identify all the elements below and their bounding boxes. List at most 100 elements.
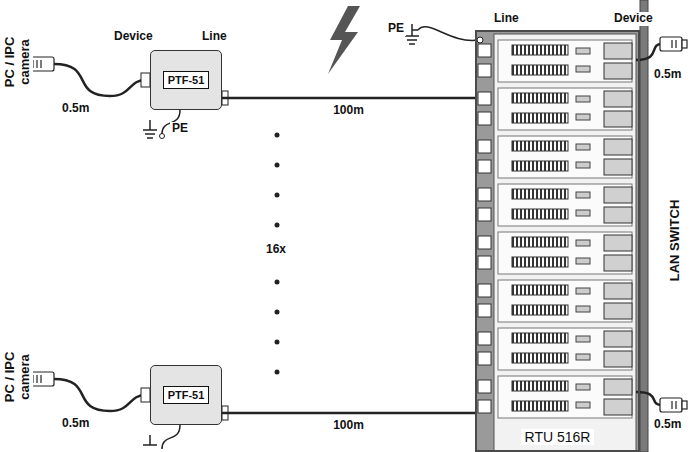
component xyxy=(576,66,590,72)
line-port xyxy=(478,188,491,201)
pe-wire xyxy=(418,27,478,41)
rj45-jack xyxy=(604,331,632,347)
rj45-plug xyxy=(660,37,687,51)
terminal-strip xyxy=(512,285,568,295)
lightning-bolt xyxy=(328,6,360,74)
line-port xyxy=(478,256,491,269)
device-port xyxy=(141,388,150,402)
terminal-strip xyxy=(512,237,568,247)
node-title: RTU 516R xyxy=(521,429,595,445)
rj45-jack xyxy=(604,399,632,415)
ground-symbol xyxy=(405,24,419,44)
surge-protector: PTF-51 xyxy=(150,365,222,425)
node-title: PTF-51 xyxy=(163,386,210,404)
terminal-strip xyxy=(512,93,568,103)
patch-cable xyxy=(54,379,146,411)
protection-module xyxy=(498,40,632,82)
component xyxy=(576,192,590,198)
device-name: LAN SWITCH xyxy=(669,197,684,283)
rj45-jack xyxy=(604,63,632,79)
cable-length: 0.5m xyxy=(60,102,91,116)
rj45-jack xyxy=(604,207,632,223)
protection-module xyxy=(498,280,632,322)
rj45-plug xyxy=(660,398,687,412)
rj45-jack xyxy=(604,255,632,271)
rj45-jack xyxy=(604,43,632,59)
protection-module xyxy=(498,136,632,178)
line-port xyxy=(478,64,491,77)
rj45-jack xyxy=(604,91,632,107)
line-port xyxy=(478,112,491,125)
line-port xyxy=(478,140,491,153)
count-label: 16x xyxy=(264,243,288,257)
line-port xyxy=(478,352,491,365)
line-cable xyxy=(222,97,475,100)
component xyxy=(576,240,590,246)
terminal-strip xyxy=(512,113,568,123)
cable-length: 100m xyxy=(331,419,366,433)
device-port xyxy=(141,73,150,87)
component xyxy=(576,336,590,342)
terminal-strip xyxy=(512,141,568,151)
rj45-jack xyxy=(604,303,632,319)
panel-modules xyxy=(478,40,632,418)
rj45-jack xyxy=(604,187,632,203)
terminal-strip xyxy=(512,45,568,55)
rj45-jack xyxy=(604,159,632,175)
component xyxy=(576,96,590,102)
line-port xyxy=(478,44,491,57)
line-cable xyxy=(222,412,475,415)
ground-label: PE xyxy=(170,122,190,136)
terminal-strip xyxy=(512,401,568,411)
rj45-jack xyxy=(604,139,632,155)
cable-length: 0.5m xyxy=(652,68,683,82)
terminal-strip xyxy=(512,353,568,363)
terminal-strip xyxy=(512,333,568,343)
protection-module xyxy=(498,88,632,130)
pe-terminal xyxy=(160,134,165,139)
cable-length: 0.5m xyxy=(60,417,91,431)
panel-board xyxy=(494,34,636,452)
terminal-strip xyxy=(512,65,568,75)
line-port xyxy=(478,208,491,221)
component xyxy=(576,144,590,150)
cable-length: 100m xyxy=(331,104,366,118)
component xyxy=(576,258,590,264)
rj45-jack xyxy=(604,111,632,127)
component xyxy=(576,384,590,390)
line-port xyxy=(478,332,491,345)
rj45-jack xyxy=(604,283,632,299)
component xyxy=(576,48,590,54)
ground-symbol xyxy=(143,435,157,445)
ground-label: PE xyxy=(386,22,406,36)
rj45-jack xyxy=(604,235,632,251)
pe-terminal xyxy=(477,37,483,43)
terminal-strip xyxy=(512,257,568,267)
surge-protector: PTF-51 xyxy=(150,50,222,110)
device-name: PC / IPC camera xyxy=(3,28,33,96)
cable-length: 0.5m xyxy=(652,418,683,432)
terminal-strip xyxy=(512,189,568,199)
component xyxy=(576,354,590,360)
mounting-rail xyxy=(640,0,648,452)
protection-module xyxy=(498,184,632,226)
terminal-strip xyxy=(512,209,568,219)
port-label: Line xyxy=(492,12,521,26)
patch-cable xyxy=(54,64,146,96)
panel-frame xyxy=(475,30,640,452)
line-port xyxy=(478,304,491,317)
line-port xyxy=(478,92,491,105)
protection-panel: RTU 516R xyxy=(475,30,640,452)
port-label: Device xyxy=(112,30,155,44)
line-port xyxy=(478,400,491,413)
protection-module xyxy=(498,328,632,370)
line-port xyxy=(478,236,491,249)
component xyxy=(576,162,590,168)
component xyxy=(576,306,590,312)
line-port xyxy=(478,160,491,173)
component xyxy=(576,210,590,216)
protection-module xyxy=(498,232,632,274)
node-title: PTF-51 xyxy=(163,71,210,89)
protection-module xyxy=(498,376,632,418)
